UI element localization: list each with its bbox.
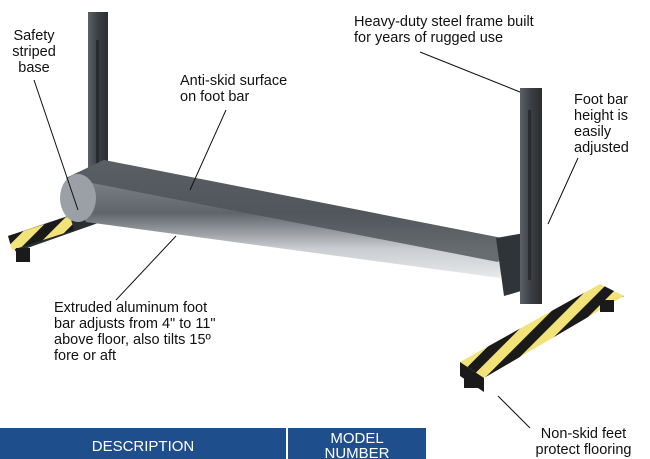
foot-bar	[60, 160, 538, 296]
product-table-header: DESCRIPTION MODEL NUMBER	[0, 428, 426, 459]
callout-extruded-aluminum: Extruded aluminum foot bar adjusts from …	[54, 300, 216, 364]
table-header-model-number: MODEL NUMBER	[288, 428, 426, 459]
table-header-model-text: MODEL NUMBER	[324, 430, 390, 459]
table-header-description: DESCRIPTION	[0, 428, 288, 459]
callout-anti-skid-surface: Anti-skid surface on foot bar	[180, 73, 288, 105]
callout-non-skid-feet: Non-skid feet protect flooring	[535, 426, 632, 458]
right-striped-base	[460, 284, 624, 392]
callout-foot-bar-height: Foot bar height is easily adjusted	[574, 92, 629, 156]
callout-steel-frame: Heavy-duty steel frame built for years o…	[354, 14, 534, 46]
right-upright	[520, 88, 542, 304]
callout-safety-striped-base: Safety striped base	[12, 28, 56, 76]
callout-leaders	[33, 51, 579, 429]
